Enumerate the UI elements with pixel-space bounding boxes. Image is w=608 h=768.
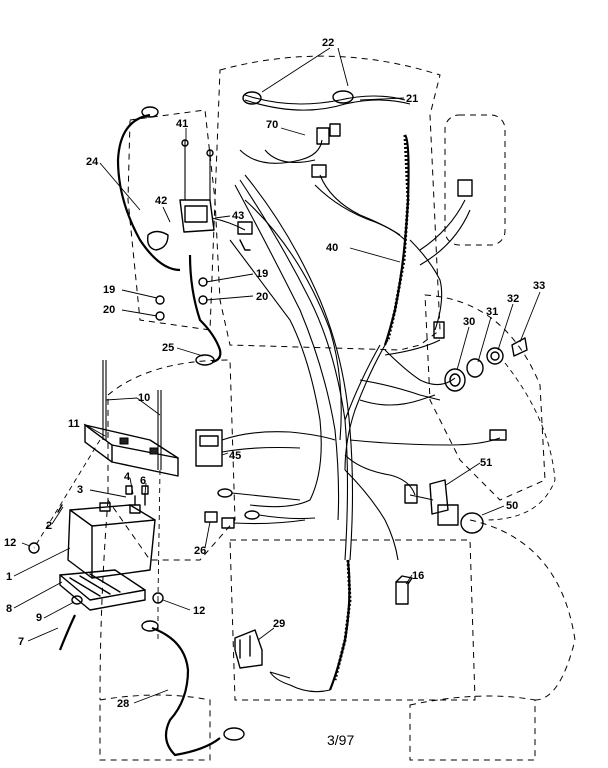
- callout-21: 21: [406, 93, 418, 105]
- callout-50: 50: [506, 500, 518, 512]
- harness-bundle: [229, 174, 507, 561]
- callout-8: 8: [6, 603, 12, 615]
- key-switch-parts: [444, 337, 528, 392]
- lower-coil: [269, 559, 352, 693]
- chassis-outline: [99, 55, 576, 761]
- callout-6: 6: [140, 475, 146, 487]
- callout-4: 4: [124, 471, 131, 483]
- callout-51: 51: [480, 457, 492, 469]
- callout-70: 70: [266, 119, 278, 131]
- date-code: 3/97: [327, 732, 354, 748]
- callout-7: 7: [18, 636, 24, 648]
- connector-16: [395, 575, 413, 605]
- callout-12-right: 12: [193, 605, 205, 617]
- callout-2: 2: [46, 520, 52, 532]
- callout-28: 28: [117, 698, 129, 710]
- callout-20-left: 20: [103, 304, 115, 316]
- callout-20-right: 20: [256, 291, 268, 303]
- leader-lines: [13, 47, 541, 704]
- switch-29: [234, 629, 291, 679]
- callout-10: 10: [138, 392, 150, 404]
- callout-12-left: 12: [4, 537, 16, 549]
- callout-32: 32: [507, 293, 519, 305]
- battery-cable-28: [141, 620, 245, 757]
- callout-42: 42: [155, 195, 167, 207]
- callout-30: 30: [463, 316, 475, 328]
- callout-33: 33: [533, 280, 545, 292]
- ground-terminals: [204, 488, 316, 529]
- solenoid-assembly: [146, 139, 253, 251]
- callout-40: 40: [326, 242, 338, 254]
- callout-22: 22: [322, 37, 334, 49]
- callout-31: 31: [486, 306, 498, 318]
- callout-3: 3: [77, 484, 83, 496]
- callout-16: 16: [412, 570, 424, 582]
- module-45: [195, 429, 336, 467]
- callout-29: 29: [273, 618, 285, 630]
- main-harness-coil: [383, 134, 410, 346]
- switch-51-50: [409, 479, 484, 534]
- callout-1: 1: [6, 571, 12, 583]
- callout-labels: 22 21 41 70 24 42 43 40 19 19 20 20 33 3…: [4, 37, 545, 748]
- battery-cable-24: [116, 106, 181, 272]
- callout-9: 9: [36, 612, 42, 624]
- callout-19-right: 19: [256, 268, 268, 280]
- battery-cable-7: [58, 595, 83, 651]
- callout-11: 11: [68, 418, 80, 430]
- battery: [28, 485, 164, 611]
- battery-hold-down: [84, 360, 179, 477]
- callout-25: 25: [162, 342, 174, 354]
- callout-19-left: 19: [103, 284, 115, 296]
- callout-43: 43: [232, 210, 244, 222]
- headlight-harness: [239, 90, 411, 241]
- alignment-lines: [33, 362, 556, 640]
- callout-41: 41: [176, 118, 188, 130]
- callout-45: 45: [229, 450, 241, 462]
- callout-26: 26: [194, 545, 206, 557]
- callout-24: 24: [86, 156, 99, 168]
